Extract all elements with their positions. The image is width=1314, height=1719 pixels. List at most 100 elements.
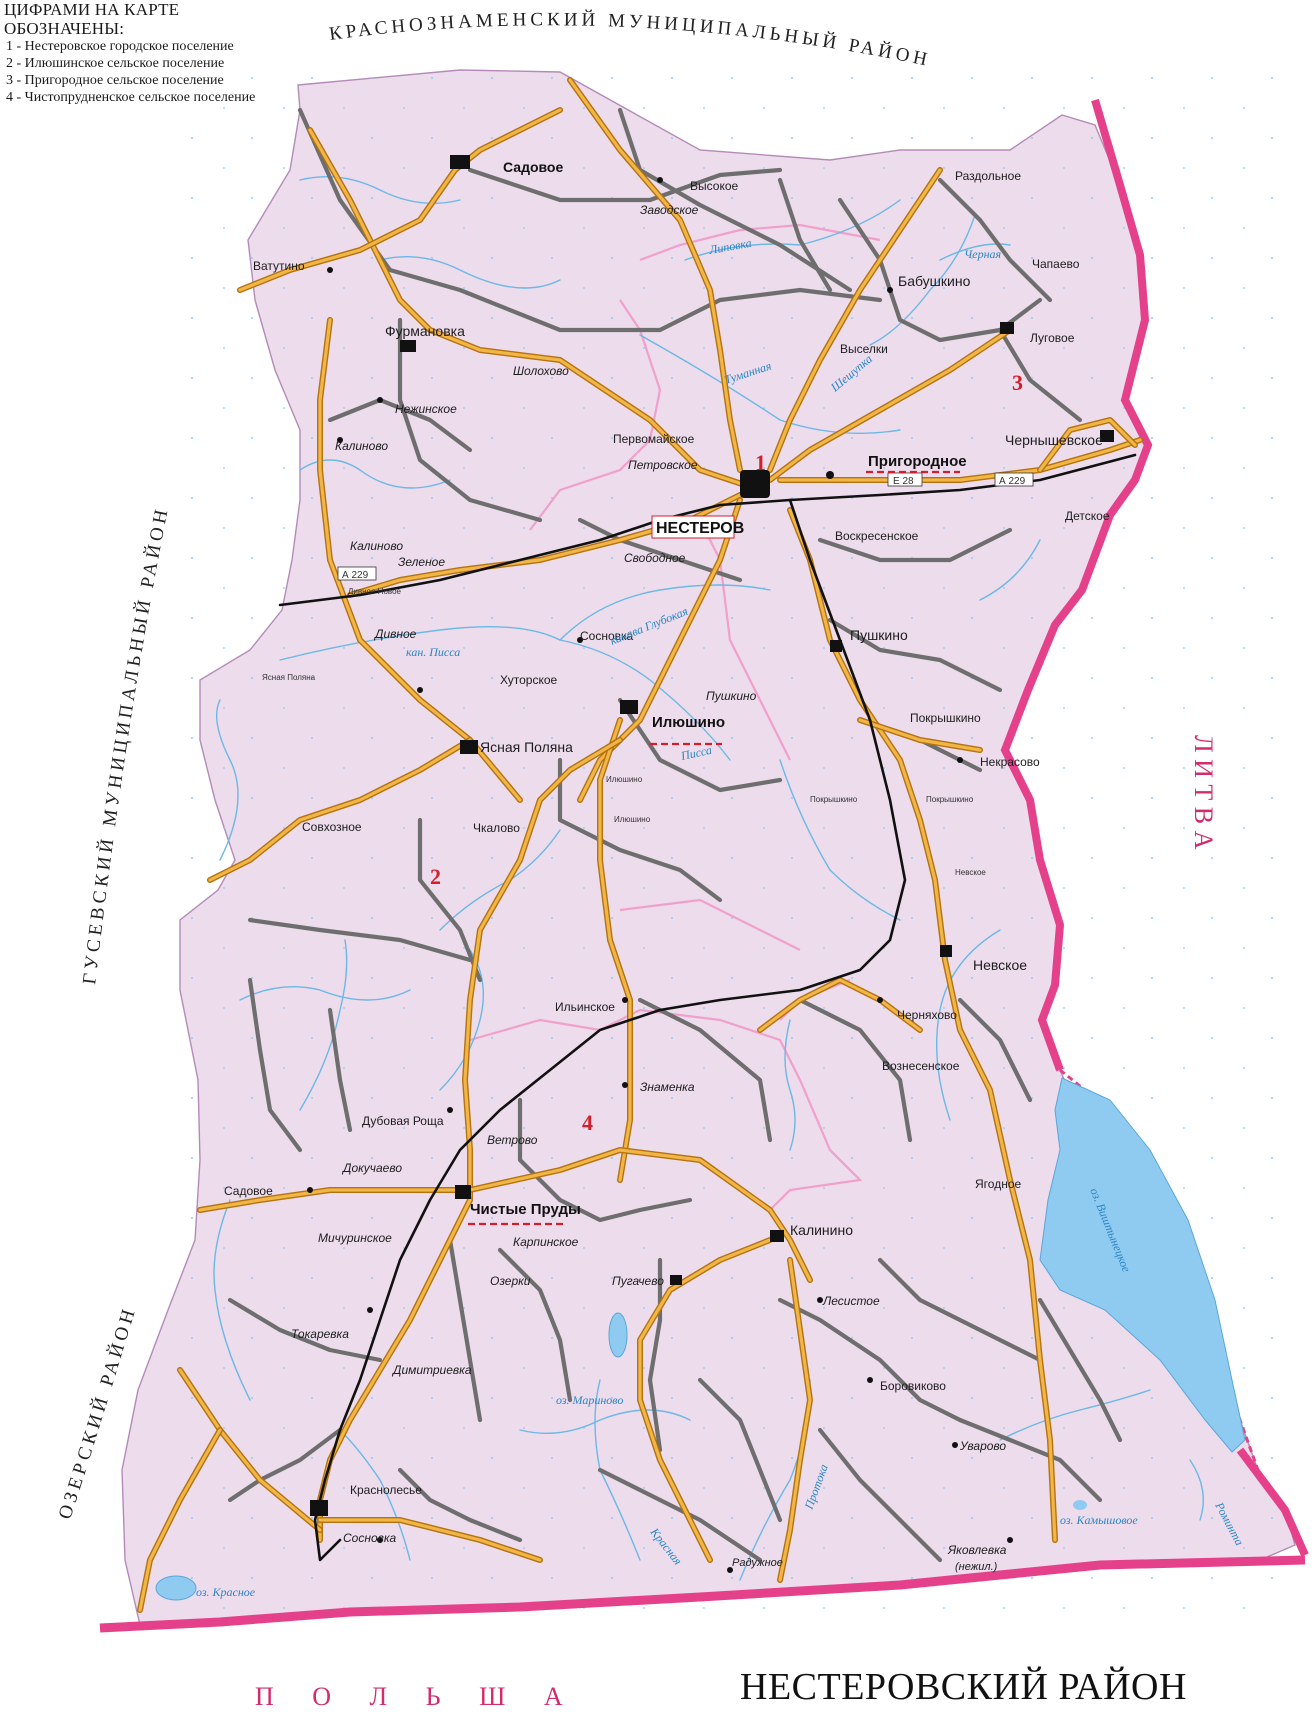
place-vyselki: Выселки — [840, 342, 888, 356]
place-ilyushino: Илюшино — [652, 714, 725, 731]
place-sosnovka: Сосновка — [580, 629, 634, 643]
place-voskresenskoe: Воскресенское — [835, 529, 919, 543]
lake-marinovo — [608, 1312, 628, 1358]
place-pushkino-south: Пушкино — [706, 689, 757, 703]
place-dokuchaevo: Докучаево — [341, 1161, 402, 1175]
main-roads — [137, 77, 1143, 1613]
road-numbers: Е 28 А 229 А 229 — [337, 472, 1034, 581]
place-kalinovo: Калиново — [335, 439, 388, 453]
place-chernyshevskoe: Чернышевское — [1005, 432, 1103, 448]
small-labels: Дивное Новое Ясная Поляна Илюшино Илюшин… — [262, 587, 986, 877]
country-lithuania: Л И Т В А — [1189, 735, 1218, 850]
place-tokarevka: Токаревка — [291, 1327, 349, 1341]
neighbor-north: КРАСНОЗНАМЕНСКИЙ МУНИЦИПАЛЬНЫЙ РАЙОН — [328, 9, 933, 71]
border-lithuania-south — [1236, 1447, 1309, 1557]
place-dubovaya-roshcha: Дубовая Роща — [362, 1114, 444, 1128]
road-a229-east: А 229 — [999, 476, 1026, 487]
admin-centers: НЕСТЕРОВ Пригородное Илюшино Чистые Пруд… — [468, 453, 967, 1226]
settlement-number-4: 4 — [582, 1110, 593, 1135]
legend-item-3: 3 - Пригородное сельское поселение — [6, 73, 224, 88]
place-dimitrievka: Димитриевка — [391, 1363, 472, 1377]
river-pissa: Писса — [679, 743, 713, 763]
place-chernyakhovo: Черняхово — [897, 1008, 957, 1022]
place-pushkino: Пушкино — [850, 627, 908, 643]
neighbor-west-text: ГУСЕВСКИЙ МУНИЦИПАЛЬНЫЙ РАЙОН — [79, 504, 169, 985]
place-ilinskoe: Ильинское — [555, 1000, 615, 1014]
small-nevskoe: Невское — [955, 868, 986, 877]
road-e28: Е 28 — [893, 476, 914, 487]
place-nevskoe: Невское — [973, 957, 1027, 973]
map-legend: ЦИФРАМИ НА КАРТЕ ОБОЗНАЧЕНЫ: 1 - Нестеро… — [4, 0, 274, 106]
place-detskoe: Детское — [1065, 509, 1110, 523]
place-pugachevo: Пугачево — [612, 1274, 664, 1288]
place-borovikovo: Боровиково — [880, 1379, 946, 1393]
place-vysokoe: Высокое — [690, 179, 738, 193]
lake-krasnoe — [155, 1575, 197, 1601]
settlement-number-1: 1 — [755, 450, 766, 475]
small-ilyushino-2: Илюшино — [614, 815, 651, 824]
secondary-roads — [227, 107, 1123, 1563]
legend-title: ЦИФРАМИ НА КАРТЕ ОБОЗНАЧЕНЫ: — [4, 0, 180, 38]
place-sholokhovo: Шолохово — [513, 364, 569, 378]
place-vatutino: Ватутино — [253, 259, 305, 273]
place-uvarovo: Уварово — [959, 1439, 1006, 1453]
place-nezhil: (нежил.) — [955, 1561, 998, 1573]
lake-vishtynetskoe — [1039, 1077, 1246, 1453]
place-lugovoe: Луговое — [1030, 331, 1075, 345]
place-yakovlevka: Яковлевка — [947, 1543, 1007, 1557]
small-ilyushino-1: Илюшино — [606, 775, 643, 784]
place-radushnoe: Радужное — [732, 1557, 783, 1569]
border-poland — [99, 1555, 1306, 1633]
neighbor-west: ГУСЕВСКИЙ МУНИЦИПАЛЬНЫЙ РАЙОН — [79, 504, 173, 985]
lake-marinovo-label: оз. Мариново — [556, 1393, 623, 1407]
small-yasnaya-polyana: Ясная Поляна — [262, 673, 316, 682]
place-yagodnoe: Ягодное — [975, 1177, 1021, 1191]
canal-pissa: кан. Писса — [406, 645, 460, 659]
legend-item-1: 1 - Нестеровское городское поселение — [6, 39, 234, 54]
lake-krasnoe-label: оз. Красное — [196, 1585, 256, 1599]
place-nekrasovo: Некрасово — [980, 755, 1040, 769]
place-lesistoe: Лесистое — [822, 1294, 880, 1308]
water-dots — [180, 70, 1290, 1620]
place-furmanovka: Фурмановка — [385, 323, 465, 339]
place-michurinskoe: Мичуринское — [318, 1231, 392, 1245]
lake-kamyshovoe — [1073, 1500, 1087, 1510]
place-pervomayskoe: Первомайское — [613, 432, 695, 446]
railways — [278, 453, 1137, 1562]
place-sosnovka-south: Сосновка — [343, 1531, 397, 1545]
town-markers — [307, 155, 1114, 1573]
legend-item-2: 2 - Илюшинское сельское поселение — [6, 56, 225, 71]
settlement-number-3: 3 — [1012, 370, 1023, 395]
neighbor-north-text: КРАСНОЗНАМЕНСКИЙ МУНИЦИПАЛЬНЫЙ РАЙОН — [328, 9, 929, 71]
lake-kamyshovoe-label: оз. Камышовое — [1060, 1513, 1138, 1527]
place-ozerki: Озерки — [490, 1274, 531, 1288]
place-khutorskoe: Хуторское — [500, 673, 558, 687]
settlement-number-2: 2 — [430, 864, 441, 889]
place-sadovoe-west: Садовое — [224, 1184, 273, 1198]
small-divnoe-novoe: Дивное Новое — [348, 587, 402, 596]
place-yasnaya-polyana: Ясная Поляна — [480, 739, 573, 755]
place-nezhinskoe: Нежинское — [395, 402, 457, 416]
place-kalinino: Калинино — [790, 1222, 853, 1238]
place-chistye-prudy: Чистые Пруды — [470, 1201, 581, 1218]
place-svobodnoe: Свободное — [624, 551, 686, 565]
place-labels: Садовое Высокое Заводское Раздольное Ват… — [224, 159, 1110, 1573]
place-prigorodnoe: Пригородное — [868, 453, 967, 470]
place-nesterov: НЕСТЕРОВ — [656, 520, 744, 537]
small-pokryshkino-1: Покрышкино — [810, 795, 858, 804]
place-zavodskoe: Заводское — [640, 203, 699, 217]
place-babushkino: Бабушкино — [898, 273, 971, 289]
district-title: НЕСТЕРОВСКИЙ РАЙОН — [740, 1666, 1187, 1708]
place-petrovskoe: Петровское — [628, 458, 698, 472]
place-znamenka: Знаменка — [640, 1080, 695, 1094]
place-sadovoe-north: Садовое — [503, 159, 563, 175]
place-sovkhoznoe: Совхозное — [302, 820, 362, 834]
place-kalinovo-south: Калиново — [350, 539, 403, 553]
place-vetrovo: Ветрово — [487, 1133, 538, 1147]
place-razdolnoe: Раздольное — [955, 169, 1021, 183]
country-poland: П О Л Ь Ш А — [255, 1682, 579, 1711]
place-chapaevo: Чапаево — [1032, 257, 1080, 271]
river-chernaya: Черная — [964, 247, 1002, 261]
